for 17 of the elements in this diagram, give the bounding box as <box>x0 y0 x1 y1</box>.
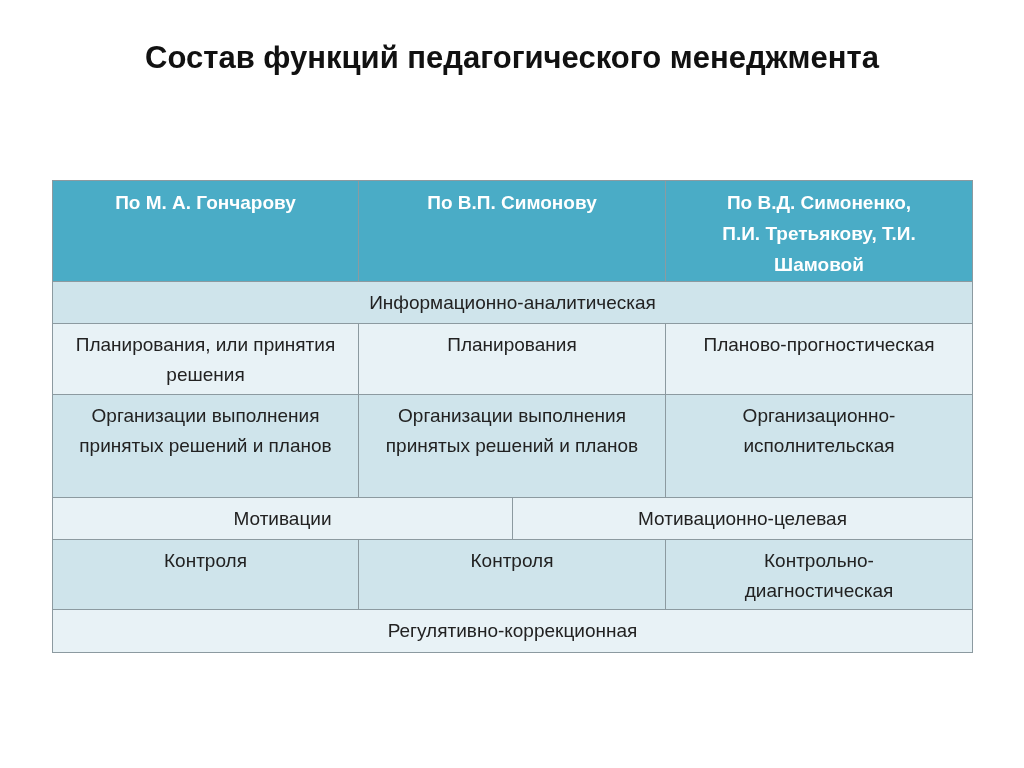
table-cell: Планирования <box>358 323 666 395</box>
table-cell: Мотивации <box>52 497 513 540</box>
table-cell: Организации выполнения принятых решений и планов <box>358 394 666 498</box>
diagram-title: Состав функций педагогического менеджмента <box>144 40 881 76</box>
table-cell: Информационно-аналитическая <box>52 281 973 324</box>
table-cell: Контрольно-диагностическая <box>665 539 973 610</box>
column-header: По В.Д. Симоненко, П.И. Третьякову, Т.И. Шамовой <box>665 180 973 282</box>
table-cell: Контроля <box>52 539 359 610</box>
table-cell: Организации выполнения принятых решений и планов <box>52 394 359 498</box>
table-cell: Регулятивно-коррекционная <box>52 609 973 653</box>
column-header: По В.П. Симонову <box>358 180 666 282</box>
column-header: По М. А. Гончарову <box>52 180 359 282</box>
table-cell: Контроля <box>358 539 666 610</box>
table-cell: Мотивационно-целевая <box>512 497 973 540</box>
table-cell: Организационно-исполнительская <box>665 394 973 498</box>
table-cell: Планирования, или принятия решения <box>52 323 359 395</box>
table-cell: Планово-прогностическая <box>665 323 973 395</box>
